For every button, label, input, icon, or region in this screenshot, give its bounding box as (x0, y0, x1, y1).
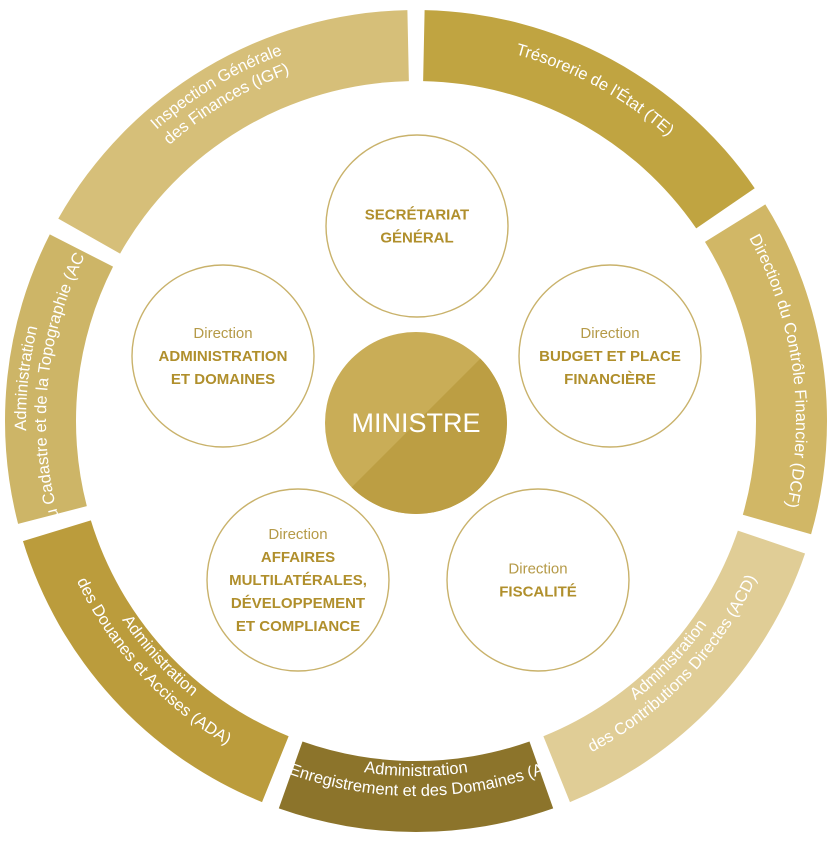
center-minister: MINISTRE (325, 332, 507, 514)
ring-label-aed: Administration (363, 758, 468, 780)
node-title-line: ADMINISTRATION (159, 348, 288, 365)
node-circle-ad (131, 264, 315, 448)
node-title-line: MULTILATÉRALES, (229, 572, 367, 589)
ring-segment-shape-ada (22, 520, 289, 803)
ring-segment-shape-te (423, 10, 755, 229)
node-circle-amdc (206, 488, 390, 672)
node-sg: SECRÉTARIAT GÉNÉRAL (325, 134, 509, 318)
node-circle-bpf (518, 264, 702, 448)
ring-segment-shape-igf (58, 10, 409, 254)
ring-segment-shape-acd (543, 530, 806, 803)
node-title-line: DÉVELOPPEMENT (231, 595, 365, 612)
node-prefix: Direction (580, 325, 639, 342)
node-title-line: GÉNÉRAL (380, 230, 453, 247)
node-prefix: Direction (193, 325, 252, 342)
ring-segment-shape-aed (278, 741, 554, 833)
node-title-line: FISCALITÉ (499, 584, 577, 601)
ring-segment-dcf: Direction du Contrôle Financier (DCF) (704, 204, 828, 535)
node-prefix: Direction (268, 526, 327, 543)
node-title-line: ET DOMAINES (171, 371, 275, 388)
node-title-line: SECRÉTARIAT (365, 207, 469, 224)
node-circle-sg (325, 134, 509, 318)
node-circle-fisc (446, 488, 630, 672)
center-label: MINISTRE (351, 408, 480, 438)
node-title-line: AFFAIRES (261, 549, 335, 566)
ring-segment-shape-dcf (704, 204, 828, 535)
node-title-line: ET COMPLIANCE (236, 618, 360, 635)
node-prefix: Direction (508, 561, 567, 578)
center-shade (325, 332, 507, 514)
node-title-line: FINANCIÈRE (564, 371, 656, 388)
ring-segment-shape-act (4, 234, 114, 524)
center-layer: MINISTRE (325, 332, 507, 514)
node-title-line: BUDGET ET PLACE (539, 348, 681, 365)
ring-label-line: Administration (363, 758, 468, 780)
